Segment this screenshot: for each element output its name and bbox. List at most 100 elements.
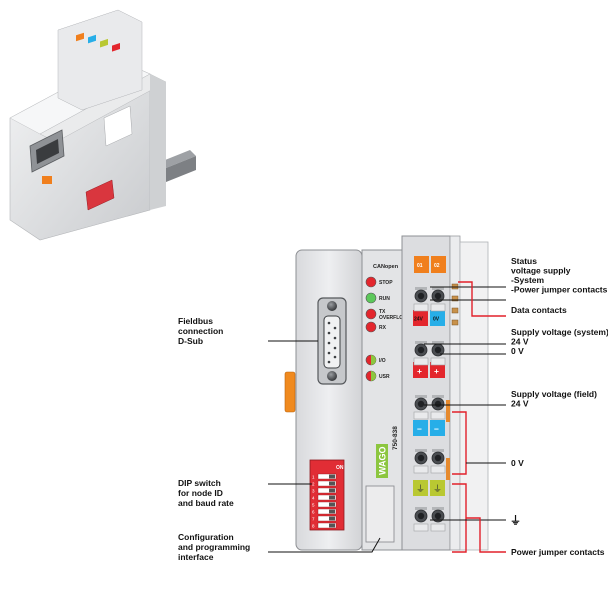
dip-toggle[interactable] xyxy=(329,523,335,528)
status-led-label: RUN xyxy=(379,296,390,302)
callout-line: 0 V xyxy=(511,346,524,356)
callout-line: Supply voltage (system) xyxy=(511,327,608,337)
dip-slot[interactable] xyxy=(317,508,337,515)
dip-slot[interactable] xyxy=(317,487,337,494)
dip-on-label: ON xyxy=(336,465,344,471)
release-slot[interactable] xyxy=(432,395,444,398)
dip-toggle[interactable] xyxy=(329,516,335,521)
status-led-icon xyxy=(365,292,377,304)
photo-dip xyxy=(85,179,115,211)
callout-data-contacts: Data contacts xyxy=(511,305,567,315)
release-slot[interactable] xyxy=(415,507,427,510)
release-slot[interactable] xyxy=(432,507,444,510)
callout-power-jumper: Power jumper contacts xyxy=(511,547,605,557)
field-plus-tag xyxy=(430,362,445,378)
clamp-body xyxy=(413,465,429,474)
status-led-icon xyxy=(365,321,377,333)
dip-toggle[interactable] xyxy=(329,509,335,514)
clamp-body xyxy=(430,303,446,312)
svg-text:+: + xyxy=(417,366,422,376)
status-led-label: STOP xyxy=(379,280,393,286)
release-slot[interactable] xyxy=(432,341,444,344)
dip-number: 8 xyxy=(312,524,315,529)
callout-line: Fieldbus xyxy=(178,316,213,326)
terminal-clamps xyxy=(413,287,446,532)
callout-line: Power jumper contacts xyxy=(511,547,605,557)
svg-text:0V: 0V xyxy=(433,317,440,323)
callout-line: 0 V xyxy=(511,458,524,468)
led-label-line: RX xyxy=(379,325,387,331)
callout-line: -System xyxy=(511,275,545,285)
svg-text:01: 01 xyxy=(417,263,423,269)
dip-number: 5 xyxy=(312,503,315,508)
callout-line: for node ID xyxy=(178,488,223,498)
dip-slot[interactable] xyxy=(317,501,337,508)
dsub-connector xyxy=(317,297,347,385)
dip-slot[interactable] xyxy=(317,522,337,529)
dip-toggle[interactable] xyxy=(329,502,335,507)
status-tag-01 xyxy=(414,256,429,273)
callout-line: Supply voltage (field) xyxy=(511,389,597,399)
dip-number: 2 xyxy=(312,482,315,487)
supply-24v-tag xyxy=(413,310,428,326)
dip-toggle[interactable] xyxy=(329,474,335,479)
dip-toggle[interactable] xyxy=(329,495,335,500)
callout-line: D-Sub xyxy=(178,336,203,346)
dip-number: 6 xyxy=(312,510,315,515)
release-slot[interactable] xyxy=(415,449,427,452)
led-label-line: TX xyxy=(379,309,386,315)
callout-line: Configuration xyxy=(178,532,234,542)
callout-line: Status xyxy=(511,256,537,266)
product-photo xyxy=(9,9,196,241)
wire-entry-core xyxy=(417,292,425,300)
release-slot[interactable] xyxy=(415,395,427,398)
wire-entry-core xyxy=(434,292,442,300)
led-label-line: RUN xyxy=(379,296,390,302)
field-plus-tag xyxy=(413,362,428,378)
clamp-body xyxy=(413,357,429,366)
status-tag-02 xyxy=(431,256,446,273)
release-slot[interactable] xyxy=(432,449,444,452)
callout-line: connection xyxy=(178,326,223,336)
locking-latch xyxy=(284,371,296,413)
bus-label: CANopen xyxy=(373,264,399,270)
dip-slot[interactable] xyxy=(317,473,337,480)
callout-line: and programming xyxy=(178,542,250,552)
release-slot[interactable] xyxy=(432,287,444,290)
ground-tag xyxy=(413,480,428,496)
clamp-body xyxy=(413,303,429,312)
release-slot[interactable] xyxy=(415,341,427,344)
dip-slot[interactable] xyxy=(317,480,337,487)
config-interface-port[interactable] xyxy=(365,485,395,543)
dip-toggle[interactable] xyxy=(329,488,335,493)
clamp-body xyxy=(430,465,446,474)
dsub-screw-icon xyxy=(327,371,337,381)
svg-text:−: − xyxy=(434,424,439,434)
dip-number: 7 xyxy=(312,517,315,522)
clamp-body xyxy=(413,523,429,532)
ground-icon: ⏚ xyxy=(416,484,425,494)
callout-line: and baud rate xyxy=(178,498,234,508)
callout-line: 24 V xyxy=(511,337,529,347)
dip-slot[interactable] xyxy=(317,515,337,522)
callout-line: interface xyxy=(178,552,214,562)
dip-toggle[interactable] xyxy=(329,481,335,486)
terminal-strip: 01 02 24V 0V + + − − ⏚ ⏚ xyxy=(401,235,489,551)
dip-slot[interactable] xyxy=(317,494,337,501)
release-slot[interactable] xyxy=(415,287,427,290)
clamp-body xyxy=(413,411,429,420)
io-led-half xyxy=(371,371,376,381)
wire-entry-core xyxy=(417,512,425,520)
status-led-icon xyxy=(365,276,377,288)
